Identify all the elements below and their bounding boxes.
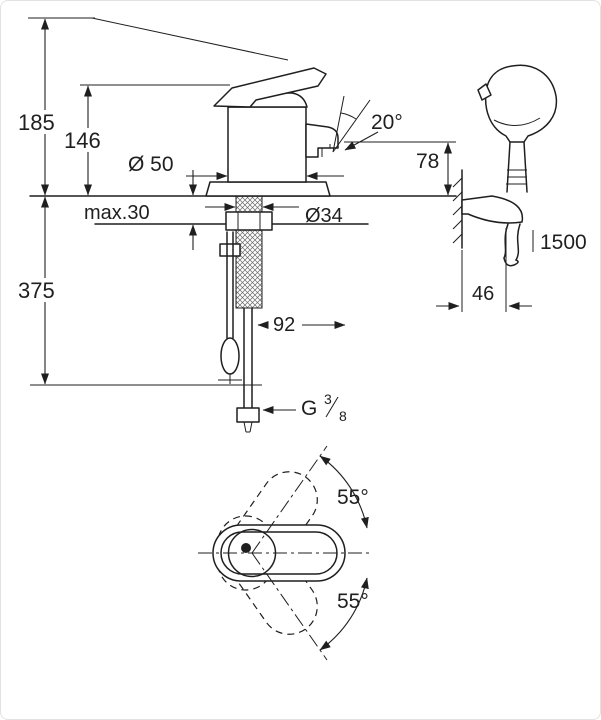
pull-rod-knob <box>220 337 240 375</box>
lever-handle <box>213 67 327 108</box>
spray-button <box>477 83 492 101</box>
dim-spout-angle-label: 20° <box>371 111 403 134</box>
dim-hose-length-label: 1500 <box>540 231 587 254</box>
dimension-annotations <box>28 17 534 418</box>
dim-total-height-label: 185 <box>18 110 55 135</box>
thread-size-numerator: 3 <box>324 391 332 407</box>
dim-hole-diameter-label: Ø34 <box>305 205 343 227</box>
dim-max-thickness-label: max.30 <box>84 202 150 224</box>
hand-shower-view <box>452 64 558 267</box>
hose-thread-nut <box>236 407 260 423</box>
logo-mark <box>241 543 251 553</box>
dim-swivel-lower-label: 55° <box>337 590 369 613</box>
dim-hose-offset-label: 92 <box>273 314 295 336</box>
dim-lever-height-label: 146 <box>64 128 101 153</box>
shower-holder <box>461 195 524 224</box>
handle-top-view <box>198 445 372 661</box>
dim-outlet-height-label: 78 <box>416 150 439 173</box>
dim-below-deck-label: 375 <box>18 278 55 303</box>
dim-holder-projection-label: 46 <box>472 283 494 305</box>
dim-swivel-upper-label: 55° <box>337 486 369 509</box>
faucet-side-view <box>29 17 457 433</box>
dim-base-diameter-label: Ø 50 <box>128 153 174 176</box>
dimension-labels: 185 146 Ø 50 20° 78 max.30 Ø34 375 92 G … <box>14 110 587 613</box>
thread-size-letter: G <box>301 397 317 420</box>
thread-size-denominator: 8 <box>339 408 347 424</box>
handle-swung-up-outline <box>217 471 318 591</box>
spout <box>305 123 339 158</box>
shower-head <box>484 64 558 143</box>
